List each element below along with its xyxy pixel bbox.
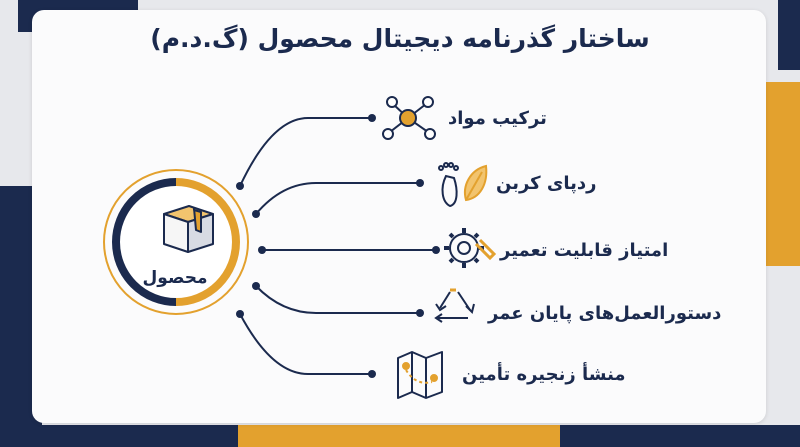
- decor-gold-right: [764, 82, 800, 266]
- molecule-icon: [382, 96, 436, 140]
- outer-ring: [103, 169, 249, 315]
- decor-navy-bottom-right: [560, 425, 800, 447]
- decor-navy-bottom: [0, 425, 238, 447]
- item-end-of-life-instructions: دستورالعمل‌های پایان عمر: [488, 292, 733, 334]
- connector-4: [255, 285, 420, 314]
- decor-gold-bottom: [238, 425, 560, 447]
- item-label: ترکیب مواد: [448, 107, 547, 129]
- item-repairability-score: امتیاز قابلیت تعمیر: [500, 229, 680, 271]
- connector-1: [239, 117, 372, 187]
- item-label: منشأ زنجیره تأمین: [462, 363, 626, 385]
- diagram-title: ساختار گذرنامه دیجیتال محصول (گ.د.م): [150, 24, 650, 53]
- item-carbon-footprint: ردپای کربن: [496, 162, 609, 204]
- map-route-icon: [397, 351, 443, 399]
- connector-2: [255, 182, 420, 215]
- footprint-leaf-icon: [438, 162, 488, 208]
- item-label: دستورالعمل‌های پایان عمر: [488, 302, 722, 324]
- connectors: [239, 117, 436, 375]
- product-node: [103, 169, 249, 315]
- item-supply-chain-origin: منشأ زنجیره تأمین: [462, 353, 638, 395]
- progress-arc-navy: [112, 178, 177, 306]
- gear-wrench-icon: [444, 228, 497, 268]
- connector-dots: [236, 114, 440, 378]
- decor-navy-top-right: [778, 0, 800, 70]
- product-label: محصول: [142, 268, 208, 288]
- item-material-composition: ترکیب مواد: [448, 97, 559, 139]
- item-label: ردپای کربن: [496, 172, 597, 194]
- recycle-icon: [434, 288, 475, 323]
- box-icon: [163, 205, 214, 253]
- item-label: امتیاز قابلیت تعمیر: [500, 239, 669, 261]
- progress-arc-gold: [175, 178, 240, 306]
- connector-5: [239, 313, 372, 375]
